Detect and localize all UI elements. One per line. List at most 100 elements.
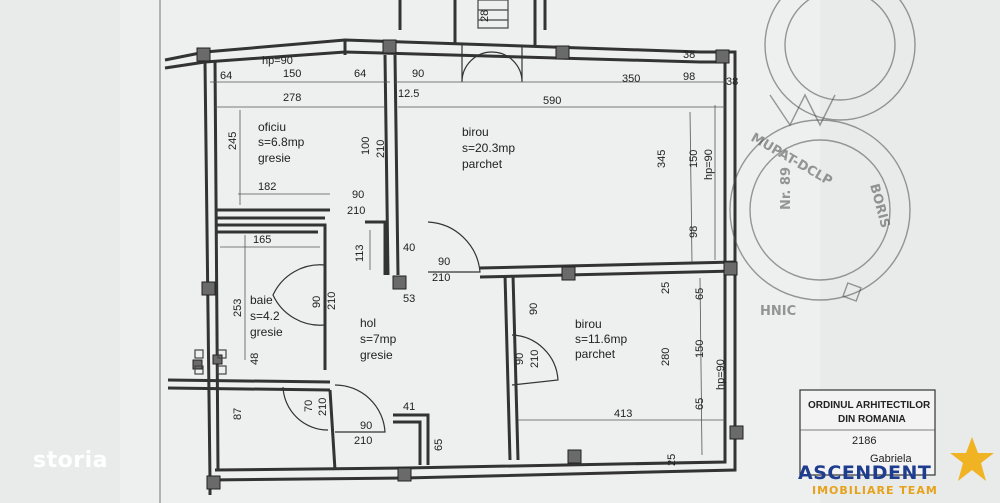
dim-210e: 210 xyxy=(529,350,541,368)
room-hol-name: hol xyxy=(360,316,376,330)
dimension-lines xyxy=(210,81,725,456)
dim-150: 150 xyxy=(283,68,301,80)
dim-182: 182 xyxy=(258,181,276,193)
dim-hp90r: hp=90 xyxy=(703,149,715,180)
dim-25a: 25 xyxy=(660,282,672,294)
dim-278: 278 xyxy=(283,92,301,104)
dim-253: 253 xyxy=(232,299,244,317)
dim-113: 113 xyxy=(354,244,366,262)
dim-65a: 65 xyxy=(694,288,706,300)
dim-70: 70 xyxy=(303,400,315,412)
column xyxy=(192,359,203,370)
seal-title-line2: DIN ROMANIA xyxy=(838,414,906,425)
dim-90top: 90 xyxy=(412,68,424,80)
interior-walls xyxy=(167,0,736,471)
dim-90d: 90 xyxy=(528,303,540,315)
dim-165: 165 xyxy=(253,234,271,246)
room-birou1-name: birou xyxy=(462,125,489,139)
room-baie-area: s=4.2 xyxy=(250,309,280,323)
dim-65b: 65 xyxy=(433,439,445,451)
room-birou2-floor: parchet xyxy=(575,347,616,361)
dim-hp90b: hp=90 xyxy=(715,359,727,390)
column xyxy=(729,425,744,440)
storia-watermark: storia xyxy=(33,448,108,473)
column xyxy=(196,47,211,62)
seal-title-line1: ORDINUL ARHITECTILOR xyxy=(808,400,931,411)
ascendent-logo-subtitle: IMOBILIARE TEAM xyxy=(812,484,938,497)
plan-paper xyxy=(120,0,820,503)
dim-210g: 210 xyxy=(354,435,372,447)
seal-name: Gabriela xyxy=(870,453,912,465)
dim-53: 53 xyxy=(403,293,415,305)
column xyxy=(382,39,397,54)
dimension-labels: hp=90 64 150 64 90 350 38 98 38 278 12.5… xyxy=(220,49,738,466)
architect-seal: ORDINUL ARHITECTILOR DIN ROMANIA 2186 Ga… xyxy=(799,389,936,476)
dim-100: 100 xyxy=(360,137,372,155)
dim-98b: 98 xyxy=(688,226,700,238)
column xyxy=(555,45,570,60)
room-oficiu-floor: gresie xyxy=(258,151,291,165)
dim-38a: 38 xyxy=(683,49,695,61)
staircase: 28 xyxy=(477,0,509,29)
room-birou1-floor: parchet xyxy=(462,157,503,171)
dim-90e: 90 xyxy=(514,353,526,365)
room-labels: oficiu s=6.8mp gresie birou s=20.3mp par… xyxy=(250,120,627,362)
dim-345: 345 xyxy=(656,150,668,168)
dim-210f: 210 xyxy=(317,398,329,416)
dim-12-5: 12.5 xyxy=(398,88,419,100)
dim-87: 87 xyxy=(232,408,244,420)
column xyxy=(715,49,730,64)
dim-98: 98 xyxy=(683,71,695,83)
dim-150b: 150 xyxy=(694,340,706,358)
room-birou2-name: birou xyxy=(575,317,602,331)
column xyxy=(206,475,221,490)
dim-150r: 150 xyxy=(688,150,700,168)
column xyxy=(723,261,738,276)
room-oficiu-area: s=6.8mp xyxy=(258,135,305,149)
dim-90f: 90 xyxy=(360,420,372,432)
stamp-text-boris: BORIS xyxy=(866,182,892,230)
dim-210b: 210 xyxy=(347,205,365,217)
dim-38b: 38 xyxy=(726,76,738,88)
room-hol-floor: gresie xyxy=(360,348,393,362)
door-swings xyxy=(272,45,559,433)
dim-25b: 25 xyxy=(666,454,678,466)
dim-64b: 64 xyxy=(354,68,366,80)
column xyxy=(567,449,582,464)
stamp-text-hnic: HNIC xyxy=(760,304,796,319)
room-baie-name: baie xyxy=(250,293,273,307)
window-marks xyxy=(194,349,227,375)
dim-64a: 64 xyxy=(220,70,232,82)
star-icon xyxy=(950,437,994,481)
columns xyxy=(192,39,744,490)
room-birou2-area: s=11.6mp xyxy=(575,332,627,346)
dim-hp-top: hp=90 xyxy=(262,55,293,67)
dim-41: 41 xyxy=(403,401,415,413)
column xyxy=(201,281,216,296)
room-baie-floor: gresie xyxy=(250,325,283,339)
room-oficiu-name: oficiu xyxy=(258,120,286,134)
room-birou1-area: s=20.3mp xyxy=(462,141,515,155)
dim-48: 48 xyxy=(249,353,261,365)
dim-210c: 210 xyxy=(432,272,450,284)
stamp-text-nr: Nr. 89 xyxy=(779,167,794,210)
dim-413: 413 xyxy=(614,408,632,420)
room-hol-area: s=7mp xyxy=(360,332,397,346)
dim-65c: 65 xyxy=(694,398,706,410)
seal-number: 2186 xyxy=(852,435,876,447)
dim-90c: 90 xyxy=(311,296,323,308)
dim-350: 350 xyxy=(622,73,640,85)
dim-90a: 90 xyxy=(352,189,364,201)
dim-210d: 210 xyxy=(326,292,338,310)
dim-280: 280 xyxy=(660,348,672,366)
dim-210a: 210 xyxy=(375,140,387,158)
column xyxy=(561,266,576,281)
column xyxy=(397,467,412,482)
dim-245: 245 xyxy=(227,132,239,150)
dim-590: 590 xyxy=(543,95,561,107)
ascendent-logo: ASCENDENT xyxy=(798,462,932,484)
dim-28: 28 xyxy=(479,10,491,22)
outer-walls xyxy=(164,38,737,495)
dim-90b: 90 xyxy=(438,256,450,268)
